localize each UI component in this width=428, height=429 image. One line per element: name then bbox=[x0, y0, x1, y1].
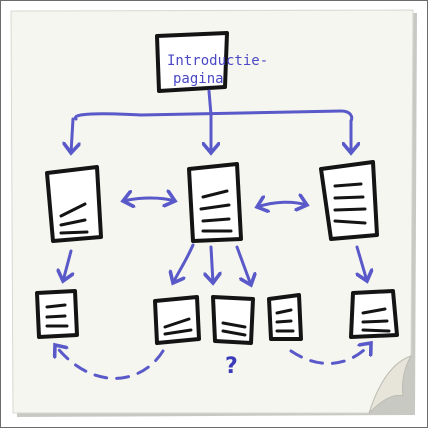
arrow-root-left bbox=[71, 117, 73, 153]
root-page-node: Introductie- pagina bbox=[155, 31, 268, 93]
arrow-center-down-1 bbox=[173, 243, 195, 283]
dashed-arrow-return-left bbox=[55, 345, 165, 380]
page-node-bottom-1 bbox=[35, 289, 79, 339]
branch-bar bbox=[74, 109, 354, 123]
root-stem bbox=[207, 89, 213, 117]
arrow-center-down-2 bbox=[211, 245, 213, 283]
page-node-bottom-5 bbox=[349, 289, 399, 339]
root-label-line2: pagina bbox=[173, 71, 224, 87]
page-node-center bbox=[187, 162, 243, 243]
root-label-line1: Introductie- bbox=[167, 53, 268, 69]
dashed-arrow-return-right bbox=[289, 343, 371, 365]
page-node-left bbox=[45, 165, 103, 243]
page-node-bottom-4 bbox=[267, 293, 303, 341]
page-node-bottom-3 bbox=[211, 295, 255, 345]
page-node-bottom-2 bbox=[153, 295, 201, 345]
double-arrow-center-right bbox=[257, 202, 307, 207]
page-node-right bbox=[319, 160, 379, 241]
arrow-right-down bbox=[357, 245, 367, 281]
question-mark: ? bbox=[225, 354, 238, 379]
arrow-left-down bbox=[63, 249, 71, 281]
root-connectors bbox=[71, 89, 354, 153]
arrow-center-down-3 bbox=[235, 245, 251, 285]
double-arrow-left-center bbox=[123, 198, 175, 201]
